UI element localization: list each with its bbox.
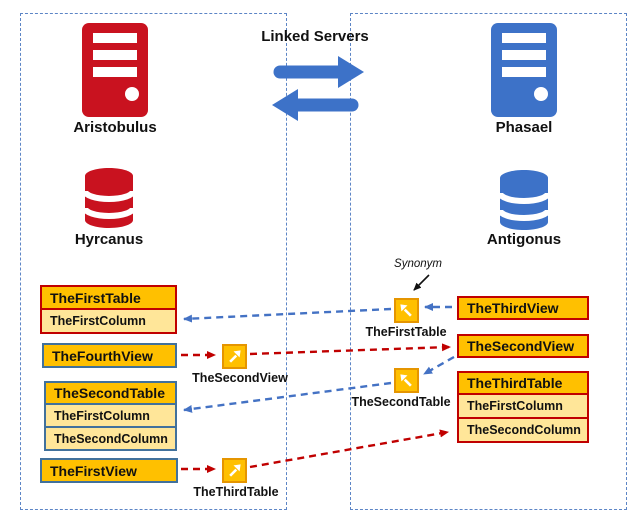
view-thefirstview: TheFirstView <box>40 458 178 483</box>
table-thesecondtable: TheSecondTable TheFirstColumn TheSecondC… <box>44 381 177 451</box>
table-thesecondtable-header: TheSecondTable <box>46 383 175 403</box>
synonym-label-thesecondtable: TheSecondTable <box>351 395 451 409</box>
view-thefirstview-header: TheFirstView <box>42 460 176 481</box>
table-thesecondtable-row-thefirstcolumn: TheFirstColumn <box>46 403 175 426</box>
synonym-label-thethirdtable: TheThirdTable <box>193 485 279 499</box>
table-thefirsttable-header: TheFirstTable <box>42 287 175 308</box>
server-name-right: Phasael <box>495 119 553 136</box>
view-thesecondview: TheSecondView <box>457 334 589 358</box>
table-thethirdtable-header: TheThirdTable <box>459 373 587 393</box>
table-thefirsttable-row-thefirstcolumn: TheFirstColumn <box>42 308 175 332</box>
synonym-icon-thefirsttable <box>394 298 419 323</box>
view-thefourthview-header: TheFourthView <box>44 345 175 366</box>
shortcut-arrow-nw-icon <box>400 374 412 387</box>
server-name-left: Aristobulus <box>73 119 157 136</box>
table-thefirsttable: TheFirstTable TheFirstColumn <box>40 285 177 334</box>
shortcut-arrow-nw-icon <box>400 304 412 317</box>
view-thethirdview-header: TheThirdView <box>459 298 587 318</box>
linked-servers-title: Linked Servers <box>261 28 369 45</box>
table-thethirdtable-row-thesecondcolumn: TheSecondColumn <box>459 417 587 441</box>
synonym-label-thefirsttable: TheFirstTable <box>365 325 447 339</box>
server-icon-aristobulus <box>82 23 148 122</box>
server-group-right-frame <box>350 13 627 510</box>
server-group-left-frame <box>20 13 287 510</box>
database-name-left: Hyrcanus <box>74 231 144 248</box>
database-icon-antigonus <box>497 170 551 235</box>
shortcut-arrow-ne-icon <box>229 464 241 477</box>
synonym-icon-thethirdtable <box>222 458 247 483</box>
view-thesecondview-header: TheSecondView <box>459 336 587 356</box>
synonym-icon-thesecondview <box>222 344 247 369</box>
view-thethirdview: TheThirdView <box>457 296 589 320</box>
database-name-right: Antigonus <box>486 231 562 248</box>
synonym-label-thesecondview: TheSecondView <box>192 371 288 385</box>
synonym-annotation: Synonym <box>394 258 442 270</box>
synonym-icon-thesecondtable <box>394 368 419 393</box>
view-thefourthview: TheFourthView <box>42 343 177 368</box>
shortcut-arrow-ne-icon <box>229 350 241 363</box>
table-thethirdtable-row-thefirstcolumn: TheFirstColumn <box>459 393 587 417</box>
table-thethirdtable: TheThirdTable TheFirstColumn TheSecondCo… <box>457 371 589 443</box>
table-thesecondtable-row-thesecondcolumn: TheSecondColumn <box>46 426 175 449</box>
database-icon-hyrcanus <box>82 168 136 233</box>
server-icon-phasael <box>491 23 557 122</box>
